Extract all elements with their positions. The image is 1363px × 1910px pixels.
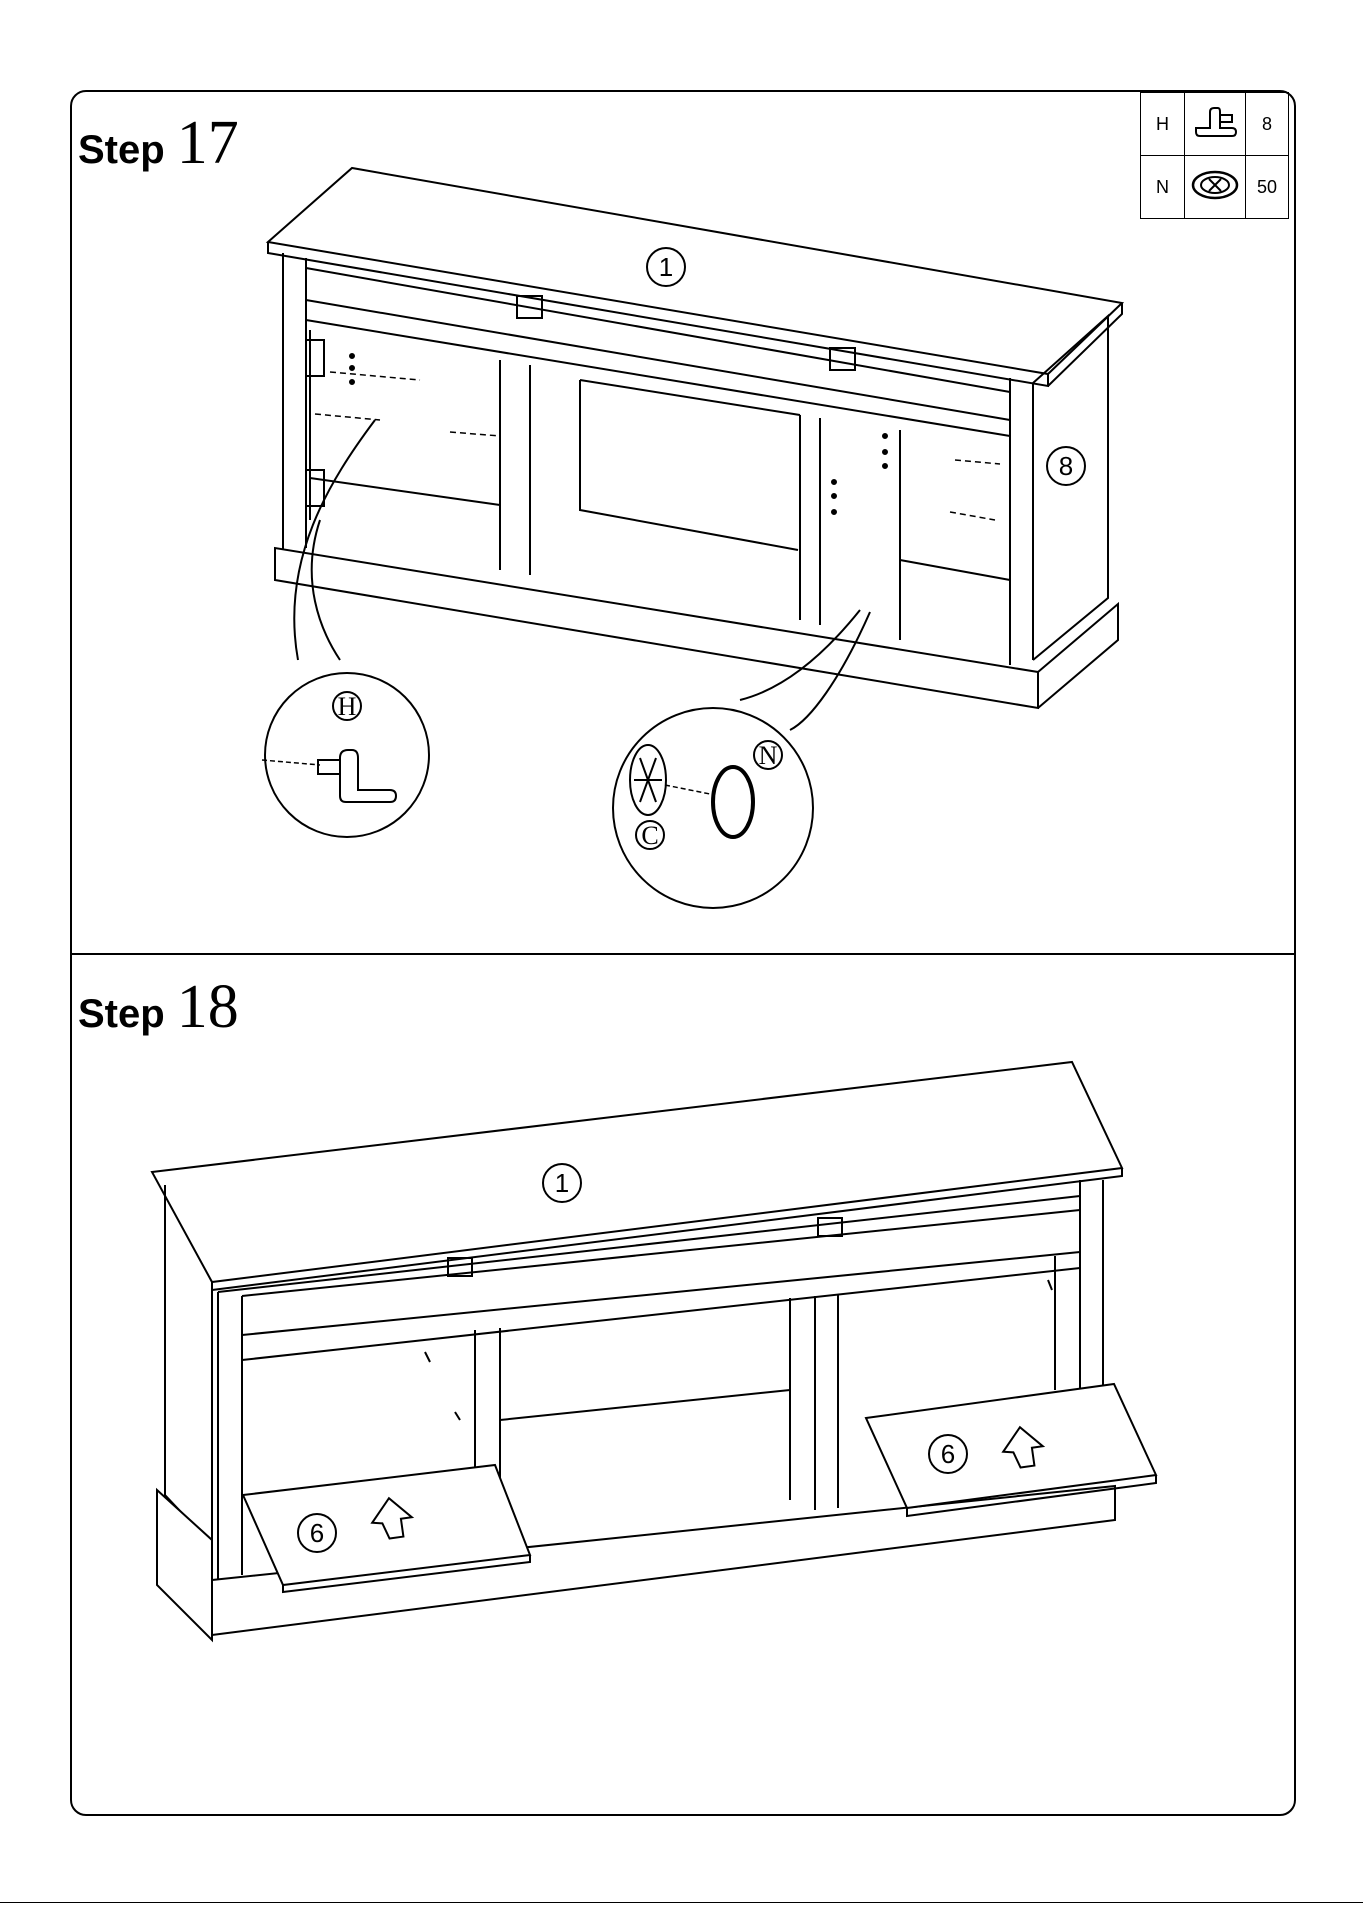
- callout-part-6-right: 6: [929, 1435, 967, 1473]
- callout-label: 1: [555, 1168, 569, 1198]
- page-footer-line: [0, 1902, 1363, 1903]
- callout-part-6-left: 6: [298, 1514, 336, 1552]
- callout-label: 1: [659, 252, 673, 282]
- callout-label: 6: [310, 1518, 324, 1548]
- detail-n-label: N: [759, 741, 778, 770]
- callout-label: 8: [1059, 451, 1073, 481]
- step-18-cabinet: [152, 1062, 1156, 1640]
- detail-c-label: C: [641, 821, 658, 850]
- callout-part-1: 1: [543, 1164, 581, 1202]
- detail-h-label: H: [338, 692, 357, 721]
- callout-label: 6: [941, 1439, 955, 1469]
- step-17-cabinet: [268, 168, 1122, 708]
- callout-part-1: 1: [647, 248, 685, 286]
- callout-part-8: 8: [1047, 447, 1085, 485]
